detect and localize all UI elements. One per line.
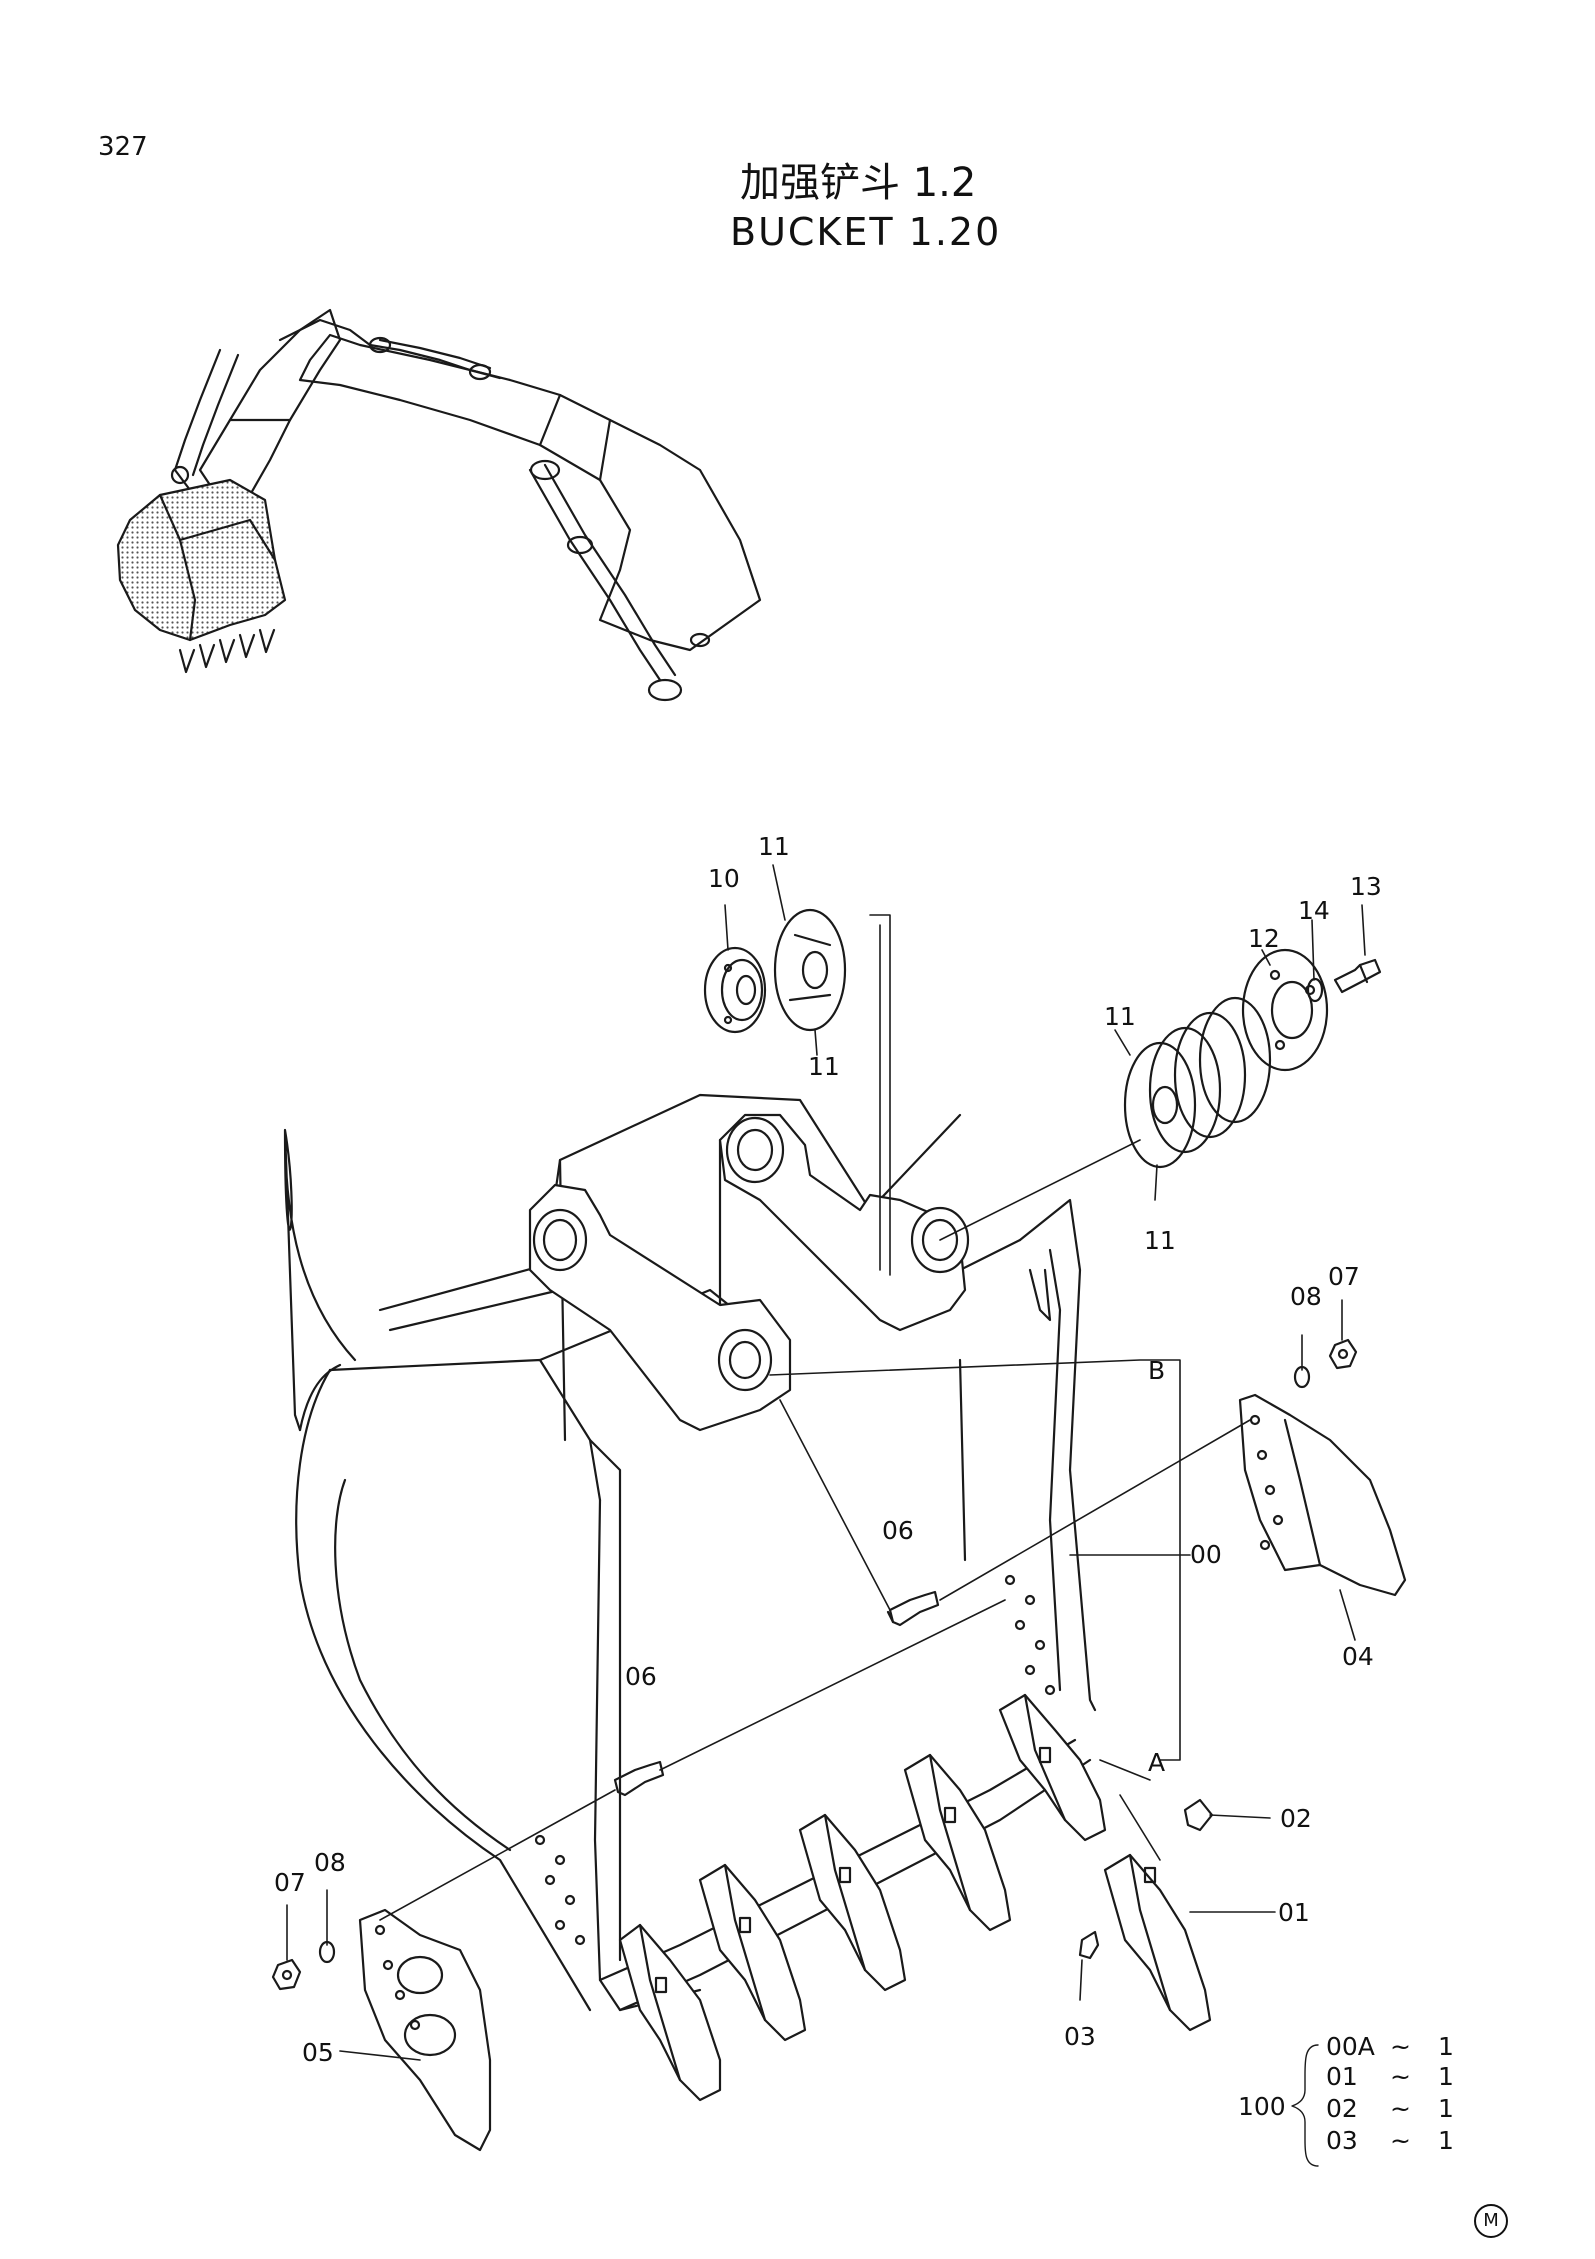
- kit-number: 100: [1238, 2092, 1286, 2121]
- shim-plates-11-upper: [773, 908, 847, 1032]
- callout-10: 10: [708, 864, 740, 893]
- callout-14: 14: [1298, 896, 1330, 925]
- callout-06-upper: 06: [882, 1516, 914, 1545]
- kit-row-tilde: ~: [1390, 2032, 1411, 2061]
- callout-05: 05: [302, 2038, 334, 2067]
- callout-04: 04: [1342, 1642, 1374, 1671]
- callout-12: 12: [1248, 924, 1280, 953]
- kit-row-tilde: ~: [1390, 2126, 1411, 2155]
- manufacturer-mark: M: [1474, 2204, 1508, 2238]
- kit-row-tilde: ~: [1390, 2062, 1411, 2091]
- callout-06-lower: 06: [625, 1662, 657, 1691]
- callout-07-right: 07: [1328, 1262, 1360, 1291]
- callout-08-left: 08: [314, 1848, 346, 1877]
- retainer-plate-12: [1241, 948, 1329, 1072]
- tooth-lock-02: [1183, 1798, 1214, 1832]
- kit-row-qty: 1: [1438, 2062, 1454, 2091]
- kit-row-part: 01: [1326, 2062, 1358, 2091]
- callout-A: A: [1148, 1748, 1166, 1777]
- excavator-arm-overview: [116, 308, 762, 702]
- title-chinese: 加强铲斗 1.2: [740, 160, 977, 206]
- lock-washer-14: [1306, 977, 1324, 1003]
- tooth-pin-03: [1078, 1930, 1100, 1960]
- callout-11-right-bottom: 11: [1144, 1226, 1176, 1255]
- kit-row-qty: 1: [1438, 2094, 1454, 2123]
- bolt-06-lower: [613, 1760, 665, 1797]
- callout-08-right: 08: [1290, 1282, 1322, 1311]
- bucket-bracket: [528, 1113, 1052, 1432]
- leader-lines: [286, 864, 1366, 2167]
- nut-07-left: [271, 1958, 302, 1991]
- kit-row-part: 03: [1326, 2126, 1358, 2155]
- page-number: 327: [98, 132, 148, 162]
- callout-01: 01: [1278, 1898, 1310, 1927]
- pin-washer-10: [703, 946, 767, 1034]
- side-cutter-05: [358, 1908, 492, 2152]
- title-english: BUCKET 1.20: [730, 210, 1002, 254]
- kit-row-part: 02: [1326, 2094, 1358, 2123]
- callout-11-upper-lower: 11: [808, 1052, 840, 1081]
- callout-11-right-top: 11: [1104, 1002, 1136, 1031]
- callout-03: 03: [1064, 2022, 1096, 2051]
- callout-02: 02: [1280, 1804, 1312, 1833]
- nut-07-right: [1328, 1338, 1358, 1370]
- shim-plates-11-lower: [1123, 996, 1272, 1169]
- side-cutter-04: [1238, 1393, 1407, 1597]
- kit-row-tilde: ~: [1390, 2094, 1411, 2123]
- kit-row-qty: 1: [1438, 2032, 1454, 2061]
- kit-row-part: 00A: [1326, 2032, 1375, 2061]
- kit-row-qty: 1: [1438, 2126, 1454, 2155]
- bucket-teeth-row: [618, 1693, 1212, 2102]
- callout-11-top: 11: [758, 832, 790, 861]
- callout-07-left: 07: [274, 1868, 306, 1897]
- bolt-06-upper: [886, 1590, 940, 1627]
- callout-13: 13: [1350, 872, 1382, 901]
- bolt-13: [1333, 958, 1382, 994]
- callout-B: B: [1148, 1356, 1166, 1385]
- callout-00: 00: [1190, 1540, 1222, 1569]
